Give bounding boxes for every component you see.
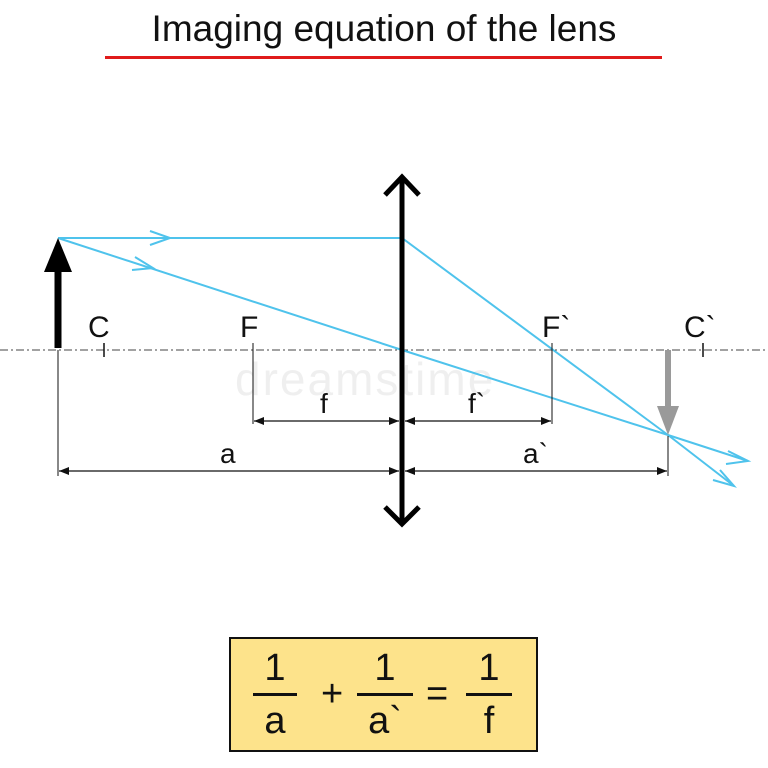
fraction-one-over-a: 1 a <box>253 647 297 742</box>
label-c: C <box>88 311 110 344</box>
lens-top-arrowhead <box>383 173 421 197</box>
light-rays <box>57 237 749 487</box>
fraction-denominator: a <box>264 700 286 742</box>
fraction-bar <box>466 693 512 696</box>
plus-sign: + <box>321 673 344 715</box>
fraction-bar <box>253 693 297 696</box>
ray-arrowhead-exit-2 <box>712 469 737 488</box>
label-dist-f-prime: f` <box>468 388 485 419</box>
extension-lines <box>57 343 669 476</box>
ray-arrowhead-exit-1 <box>725 450 752 465</box>
fraction-numerator: 1 <box>374 647 396 689</box>
object-arrowhead <box>44 238 72 272</box>
label-dist-f: f <box>320 388 328 419</box>
title-underline <box>105 56 662 59</box>
equals-sign: = <box>426 673 449 715</box>
fraction-numerator: 1 <box>478 647 500 689</box>
label-dist-a: a <box>220 438 236 469</box>
diagram-title: Imaging equation of the lens <box>151 8 617 49</box>
watermark: dreamstime <box>235 353 496 405</box>
label-f: F <box>240 311 258 344</box>
fraction-bar <box>357 693 413 696</box>
fraction-numerator: 1 <box>264 647 286 689</box>
fraction-one-over-f: 1 f <box>466 647 512 742</box>
label-f-prime: F` <box>542 311 570 344</box>
ray-arrowhead-parallel <box>149 230 174 246</box>
fraction-denominator: f <box>483 700 495 742</box>
ray-arrowhead-central <box>131 256 157 271</box>
lens-equation-box: 1 a + 1 a` = 1 f <box>229 637 538 752</box>
central-ray <box>57 237 749 462</box>
label-dist-a-prime: a` <box>523 438 548 469</box>
parallel-ray <box>58 237 735 487</box>
fraction-one-over-a-prime: 1 a` <box>357 647 413 742</box>
fraction-denominator: a` <box>368 700 402 742</box>
lens-bottom-arrowhead <box>383 505 421 528</box>
label-c-prime: C` <box>684 311 716 344</box>
image-arrowhead <box>657 406 679 435</box>
